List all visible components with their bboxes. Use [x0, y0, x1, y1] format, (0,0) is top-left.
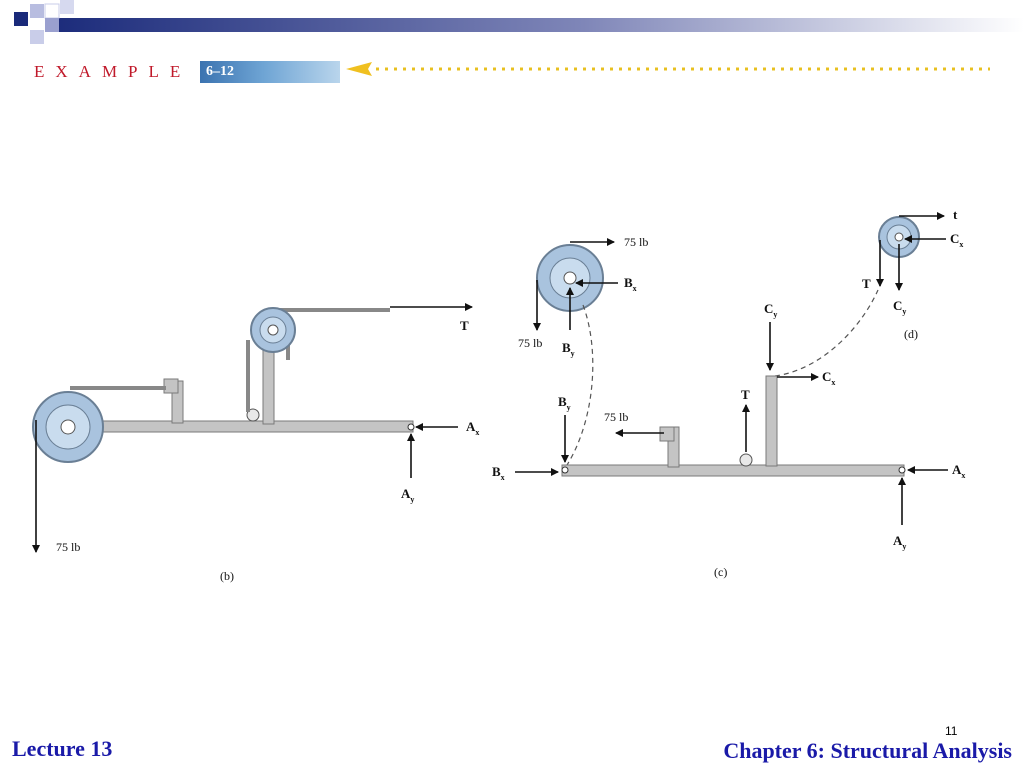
caption-c: (c) — [714, 565, 727, 579]
title-decoration-bar — [14, 0, 1024, 44]
cx-label-d: Cx — [950, 231, 963, 249]
bx-label-pulley: Bx — [624, 275, 637, 293]
by-label-frame: By — [558, 394, 571, 412]
bx-label-frame: Bx — [492, 464, 505, 482]
mid-load-label: 75 lb — [604, 410, 628, 424]
footer-chapter: Chapter 6: Structural Analysis — [723, 738, 1012, 763]
pulley-load-top-label: 75 lb — [624, 235, 648, 249]
ay-label-b: Ay — [401, 486, 414, 504]
load-label-b: 75 lb — [56, 540, 80, 554]
figure-b: 75 lb T Ax Ay (b) — [32, 303, 479, 583]
deco-square-dark — [14, 12, 28, 26]
dotted-arrow-rule — [346, 62, 990, 76]
tension-label-b: T — [460, 318, 469, 333]
slide-number: 11 — [945, 724, 958, 738]
t-label-c: T — [741, 387, 750, 402]
frame-beam-c — [561, 464, 905, 477]
figure-d: t T Cx Cy (d) — [862, 207, 963, 341]
cy-label-frame: Cy — [764, 301, 777, 319]
frame-beam-b — [67, 420, 414, 433]
t-label-d: T — [862, 276, 871, 291]
cy-label-d: Cy — [893, 298, 906, 316]
footer-lecture: Lecture 13 — [12, 736, 113, 761]
ax-label-c: Ax — [952, 462, 965, 480]
pulley-load-side-label: 75 lb — [518, 336, 542, 350]
by-label-pulley: By — [562, 340, 575, 358]
example-label: EXAMPLE — [34, 62, 192, 81]
ax-label-b: Ax — [466, 419, 479, 437]
example-number: 6–12 — [200, 61, 340, 83]
caption-b: (b) — [220, 569, 234, 583]
t-top-label-d: t — [953, 207, 958, 222]
ay-label-c: Ay — [893, 533, 906, 551]
figure-c: 75 lb 75 lb Bx By By Bx 75 lb T Cy Cx Ax… — [492, 235, 965, 579]
caption-d: (d) — [904, 327, 918, 341]
cx-label-frame: Cx — [822, 369, 835, 387]
